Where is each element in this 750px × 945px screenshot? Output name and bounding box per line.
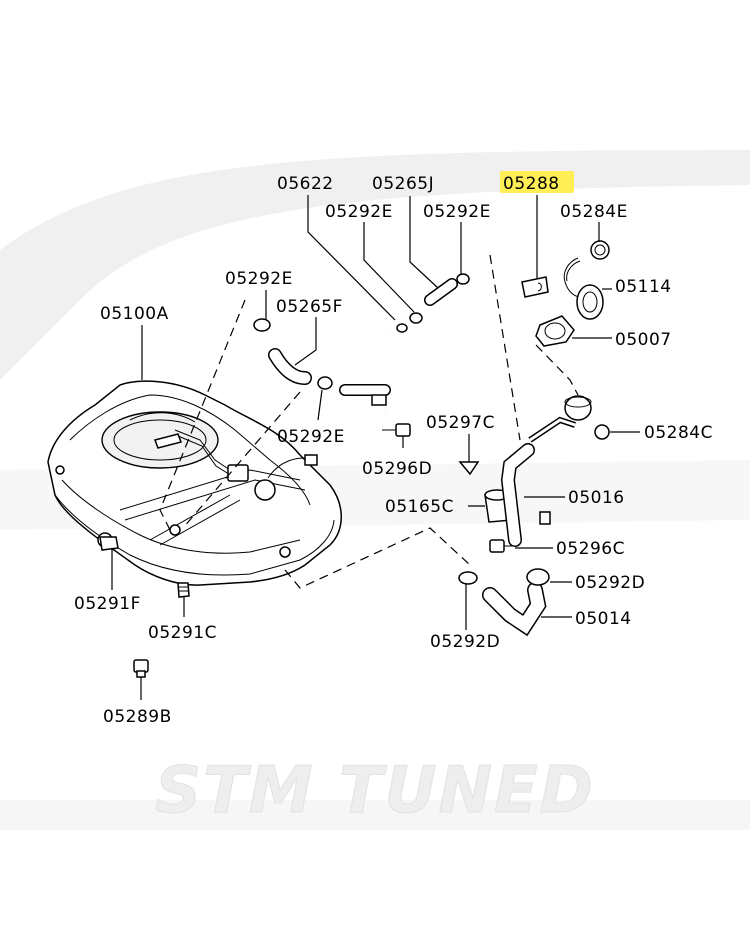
- connector-pipe: [339, 384, 391, 406]
- fuel-tank-illustration: [47, 380, 342, 586]
- label-05291F: 05291F: [74, 594, 141, 614]
- bolt-05296C: [489, 539, 515, 553]
- screw-05284E: [590, 240, 610, 260]
- watermark-logo: STM TUNED: [155, 754, 595, 828]
- tube-05622: [382, 323, 411, 421]
- label-05016: 05016: [568, 488, 625, 508]
- cap-05288: [521, 276, 549, 298]
- assembly-dashed-lines: [159, 254, 579, 589]
- lid-05114: [576, 284, 604, 320]
- label-05265F: 05265F: [276, 297, 343, 317]
- leader-lines: [111, 195, 640, 700]
- label-05296D: 05296D: [362, 459, 432, 479]
- part-labels: 05622 05265J 05288 05292E 05292E 05284E …: [74, 174, 713, 727]
- clamp-05292D: [458, 568, 550, 586]
- label-05284C: 05284C: [644, 423, 713, 443]
- label-05296C: 05296C: [556, 539, 625, 559]
- label-05100A: 05100A: [100, 304, 169, 324]
- label-05284E: 05284E: [560, 202, 628, 222]
- label-05292E-d: 05292E: [277, 427, 345, 447]
- label-05289B: 05289B: [103, 707, 172, 727]
- screw-05284C: [594, 424, 610, 440]
- label-05292D-b: 05292D: [430, 632, 500, 652]
- hose-05014: [482, 582, 547, 637]
- label-05292E-c: 05292E: [225, 269, 293, 289]
- label-05622: 05622: [277, 174, 334, 194]
- plug-05289B: [133, 659, 149, 678]
- label-05265J: 05265J: [372, 174, 434, 194]
- clamp-05292E-upper: [409, 273, 470, 324]
- bolt-05291C: [177, 582, 190, 598]
- label-05292E-a: 05292E: [325, 202, 393, 222]
- bolt-05291F: [99, 536, 119, 551]
- filler-neck-05016: [500, 395, 592, 547]
- hose-05265F: [253, 318, 333, 390]
- label-05014: 05014: [575, 609, 632, 629]
- label-05292E-b: 05292E: [423, 202, 491, 222]
- label-05165C: 05165C: [385, 497, 454, 517]
- label-05007: 05007: [615, 330, 672, 350]
- bolt-05296D: [382, 423, 411, 437]
- label-05297C: 05297C: [426, 413, 495, 433]
- label-05292D-a: 05292D: [575, 573, 645, 593]
- housing-05007: [535, 315, 575, 347]
- part-highlight: [500, 171, 574, 193]
- label-05288: 05288: [503, 174, 560, 194]
- hose-05265J: [424, 278, 458, 306]
- label-05291C: 05291C: [148, 623, 217, 643]
- label-05114: 05114: [615, 277, 672, 297]
